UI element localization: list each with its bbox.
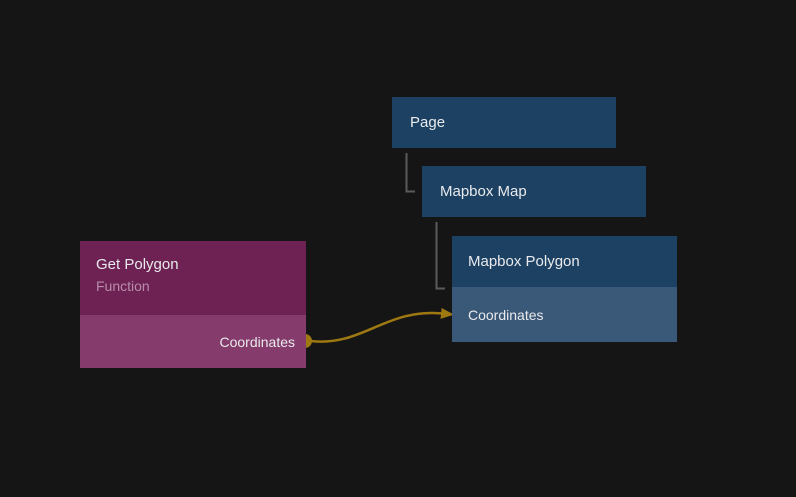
node-mapbox-map-header[interactable]: Mapbox Map (422, 166, 646, 217)
output-port-coordinates-label: Coordinates (219, 333, 296, 350)
node-page-title: Page (410, 114, 446, 131)
node-get-polygon[interactable]: Get Polygon Function Coordinates (80, 241, 306, 368)
node-mapbox-map-title: Mapbox Map (440, 183, 527, 200)
connection-wire-coordinates[interactable] (310, 307, 454, 343)
node-mapbox-polygon-title: Mapbox Polygon (468, 253, 580, 270)
node-get-polygon-title: Get Polygon (96, 256, 179, 273)
node-page[interactable]: Page (392, 97, 616, 148)
node-page-header[interactable]: Page (392, 97, 616, 148)
node-mapbox-map[interactable]: Mapbox Map (422, 166, 646, 217)
node-get-polygon-header[interactable]: Get Polygon Function (80, 241, 306, 315)
node-get-polygon-subtitle: Function (96, 278, 150, 294)
output-port-coordinates[interactable]: Coordinates (80, 315, 306, 368)
node-mapbox-polygon-header[interactable]: Mapbox Polygon (452, 236, 677, 287)
hierarchy-connector-mapbox-map-to-mapbox-polygon (435, 222, 445, 290)
input-port-coordinates[interactable]: Coordinates (452, 287, 677, 342)
node-mapbox-polygon[interactable]: Mapbox Polygon Coordinates (452, 236, 677, 342)
hierarchy-connector-page-to-mapbox-map (405, 153, 415, 193)
input-port-coordinates-label: Coordinates (468, 306, 544, 323)
